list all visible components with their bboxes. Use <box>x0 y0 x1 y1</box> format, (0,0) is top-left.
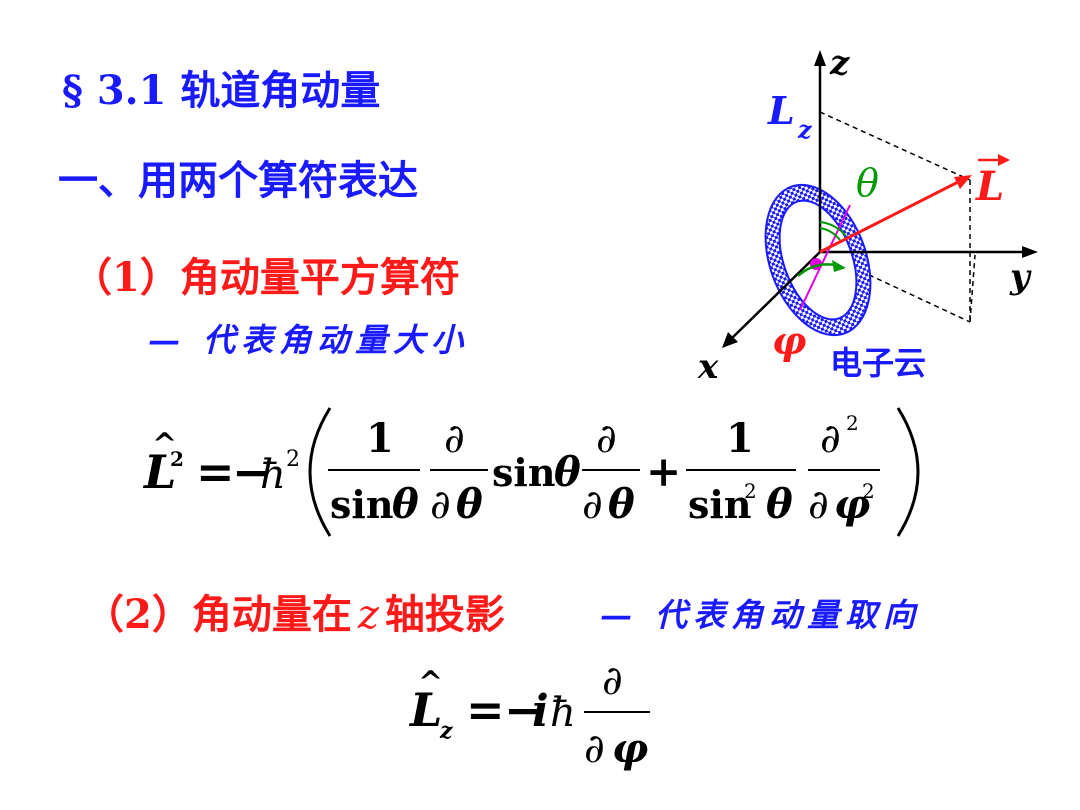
l-vector-label: L <box>975 163 1004 210</box>
slide-title: § 3.1 轨道角动量 <box>62 67 381 114</box>
formula1-equals: = <box>196 445 235 499</box>
formula-l-squared: L ^ 2 = − ħ 2 1 sin θ ∂ ∂ θ sin θ ∂ ∂ θ … <box>142 407 920 537</box>
formula1-frac2-den-var: θ <box>456 481 483 528</box>
formula2-lhs: L <box>408 683 442 737</box>
section-heading: 一、用两个算符表达 <box>58 157 418 204</box>
formula1-lhs: L <box>142 445 176 499</box>
formula1-frac5-den-var: φ <box>834 481 870 528</box>
formula1-hbar: ħ <box>260 452 286 498</box>
formula1-frac2-den-partial: ∂ <box>430 482 451 528</box>
formula2-den-var: φ <box>612 725 648 772</box>
formula1-frac5-den-sup: 2 <box>862 479 875 503</box>
item2-label-prefix: （2）角动量在 <box>84 591 352 638</box>
formula1-frac5-num: ∂ <box>820 416 841 462</box>
formula1-frac3-den-sin: sin <box>688 482 751 527</box>
lz-subscript: z <box>797 115 813 144</box>
theta-label: θ <box>856 161 879 205</box>
formula1-frac4-num: ∂ <box>596 416 617 462</box>
theta-arc <box>819 221 847 237</box>
formula1-lhs-sup: 2 <box>170 447 184 471</box>
formula1-hbar-sup: 2 <box>286 447 300 472</box>
formula1-frac3-den-sup: 2 <box>744 479 757 503</box>
formula2-equals: = <box>466 683 505 737</box>
electron-cloud-label: 电子云 <box>830 344 926 382</box>
lz-label: L <box>767 88 795 133</box>
formula-lz: L ^ z = − i ħ ∂ ∂ φ <box>408 658 650 772</box>
item1-note: — 代表角动量大小 <box>148 321 470 359</box>
formula1-frac1-den-var: θ <box>392 481 419 528</box>
item1-label: （1）角动量平方算符 <box>72 254 460 301</box>
formula1-frac1-num: 1 <box>366 415 394 462</box>
formula1-mid-var: θ <box>554 449 581 496</box>
formula2-den-partial: ∂ <box>584 726 605 772</box>
formula1-right-paren <box>896 407 920 537</box>
formula1-frac1-den-sin: sin <box>330 482 393 527</box>
formula1-frac2-num: ∂ <box>444 416 465 462</box>
y-axis-label: y <box>1009 257 1032 297</box>
item2-note: — 代表角动量取向 <box>600 596 922 634</box>
formula2-i: i <box>532 686 549 737</box>
formula1-frac4-den-partial: ∂ <box>582 482 603 528</box>
formula1-frac3-num: 1 <box>726 415 754 462</box>
formula2-lhs-sub: z <box>439 718 453 744</box>
formula2-num: ∂ <box>602 658 623 704</box>
x-axis-label: x <box>697 347 719 387</box>
formula1-frac5-den-partial: ∂ <box>808 482 829 528</box>
formula1-frac3-den-var: θ <box>766 481 793 528</box>
item2-label-var: z <box>357 592 379 638</box>
formula1-frac5-num-sup: 2 <box>846 411 859 435</box>
formula2-minus: − <box>504 683 543 737</box>
item2-label-suffix: 轴投影 <box>384 591 505 638</box>
l-vector <box>819 178 963 254</box>
radius-line <box>799 204 851 311</box>
formula1-plus: + <box>646 447 681 496</box>
formula2-hbar: ħ <box>550 690 576 736</box>
formula2-hat: ^ <box>418 665 443 700</box>
formula1-hat: ^ <box>152 427 177 462</box>
angular-momentum-diagram: z y x L z L θ φ 电子云 <box>697 43 1038 387</box>
formula1-frac4-den-var: θ <box>608 481 635 528</box>
formula1-minus: − <box>232 445 271 499</box>
formula1-left-paren <box>308 407 332 537</box>
z-axis-label: z <box>829 43 850 83</box>
axes <box>722 50 1038 348</box>
phi-label: φ <box>772 318 806 363</box>
formula1-mid-sin: sin <box>492 450 555 495</box>
